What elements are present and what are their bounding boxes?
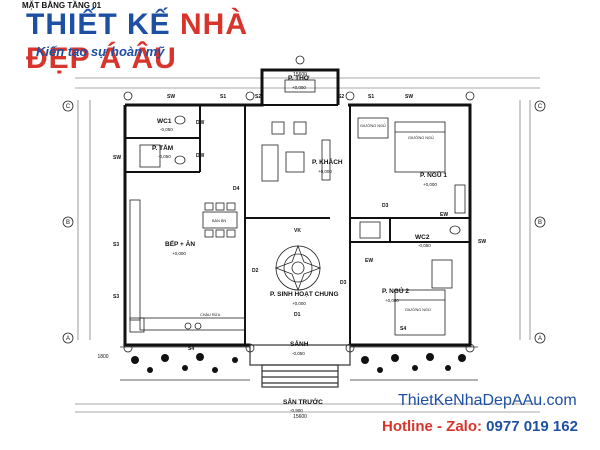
tag-sw-top-right: SW bbox=[405, 94, 413, 100]
room-tam-level: -0,050 bbox=[158, 154, 171, 159]
tag-s4-right: S4 bbox=[400, 326, 406, 332]
room-khach-level: +0,000 bbox=[318, 169, 332, 174]
room-tho-level: +0,000 bbox=[292, 85, 306, 90]
room-sanh-level: -0,050 bbox=[292, 351, 305, 356]
room-ngu1: P. NGỦ 1 bbox=[420, 170, 447, 179]
room-wc2-level: -0,050 bbox=[418, 243, 431, 248]
label-giuong-ngu-1: GIƯỜNG NGỦ bbox=[360, 123, 386, 128]
grid-bubbles bbox=[62, 55, 546, 353]
tag-ew-2: EW bbox=[365, 258, 373, 264]
room-sinh-hoat: P. SINH HOẠT CHUNG bbox=[270, 291, 339, 298]
grid-label-a-left: A bbox=[66, 336, 70, 342]
tag-dw-2: DW bbox=[196, 153, 205, 159]
label-chau-rua: CHẬU RỬA bbox=[200, 312, 221, 317]
tag-dw-1: DW bbox=[196, 120, 205, 126]
room-tho: P. THỜ bbox=[288, 73, 310, 82]
brand-logo-part2: NHÀ ĐẸP Á ÂU bbox=[26, 8, 249, 75]
tag-sw-left: SW bbox=[113, 155, 121, 161]
tag-vk: VK bbox=[294, 228, 301, 234]
dimension-top: 15600 bbox=[293, 72, 307, 78]
tag-s2-top-right: S2 bbox=[338, 94, 344, 100]
room-bep-an-level: +0,000 bbox=[172, 251, 186, 256]
room-wc1: WC1 bbox=[157, 118, 172, 125]
dimension-lines bbox=[75, 77, 540, 413]
tag-d3-lower: D3 bbox=[340, 280, 347, 286]
outer-walls bbox=[123, 68, 472, 347]
room-wc1-level: -0,050 bbox=[160, 127, 173, 132]
tag-sw-right: SW bbox=[478, 239, 486, 245]
bedroom-beds bbox=[357, 117, 466, 336]
label-ban-an: BÀN ĂN bbox=[212, 219, 226, 223]
label-giuong-ngu-2: GIƯỜNG NGỦ bbox=[408, 135, 434, 140]
tag-s1-top-left: S1 bbox=[220, 94, 226, 100]
room-wc2: WC2 bbox=[415, 234, 430, 241]
dimension-side: 1800 bbox=[97, 354, 108, 360]
brand-logo: THIẾT KẾ NHÀ ĐẸP Á ÂU bbox=[26, 8, 302, 76]
hotline-label: Hotline - Zalo: bbox=[382, 418, 482, 435]
living-furniture bbox=[261, 79, 331, 182]
door-window-tags: SW S1 S2 S2 S1 SW SW S3 S3 DW DW D4 VK D… bbox=[113, 94, 486, 352]
grid-label-a-right: A bbox=[538, 336, 542, 342]
front-porch bbox=[249, 344, 351, 388]
hotline: Hotline - Zalo: 0977 019 162 bbox=[382, 418, 578, 435]
inner-walls bbox=[125, 104, 470, 345]
tag-s3-left-2: S3 bbox=[113, 294, 119, 300]
tag-d4: D4 bbox=[233, 186, 240, 192]
tag-ew-1: EW bbox=[440, 212, 448, 218]
floor-medallion bbox=[274, 244, 322, 292]
tag-s1-top-right: S1 bbox=[368, 94, 374, 100]
brand-tagline: Kiến tạo sự hoàn mỹ bbox=[36, 44, 165, 59]
tag-s2-top-left: S2 bbox=[255, 94, 261, 100]
grid-label-b-left: B bbox=[66, 220, 70, 226]
grid-label-b-right: B bbox=[538, 220, 542, 226]
room-san-truoc: SÂN TRƯỚC bbox=[283, 397, 323, 406]
dimension-bottom: 15600 bbox=[293, 414, 307, 420]
room-ngu2: P. NGỦ 2 bbox=[382, 286, 409, 295]
room-khach: P. KHÁCH bbox=[312, 157, 343, 166]
room-tam: P. TẮM bbox=[152, 143, 173, 152]
room-ngu1-level: +0,000 bbox=[423, 182, 437, 187]
furniture-labels: GIƯỜNG NGỦ GIƯỜNG NGỦ GIƯỜNG NGỦ CHẬU RỬ… bbox=[200, 123, 434, 317]
room-bep-an: BẾP + ĂN bbox=[165, 238, 195, 248]
tag-d3-upper: D3 bbox=[382, 203, 389, 209]
front-garden bbox=[120, 346, 478, 381]
grid-label-c-right: C bbox=[538, 104, 543, 110]
website-url: ThietKeNhaDepAAu.com bbox=[398, 392, 577, 409]
tag-d2: D2 bbox=[252, 268, 259, 274]
brand-logo-part1: THIẾT KẾ bbox=[26, 8, 171, 41]
room-ngu2-level: +0,000 bbox=[385, 298, 399, 303]
tag-sw-top: SW bbox=[167, 94, 175, 100]
hotline-number: 0977 019 162 bbox=[486, 418, 578, 435]
grid-labels: C B A C B A 15600 15600 1800 bbox=[66, 72, 543, 420]
room-sinh-hoat-level: +0,000 bbox=[292, 301, 306, 306]
dining-set bbox=[202, 202, 238, 238]
bathroom-fixtures bbox=[139, 115, 461, 239]
room-sanh: SẢNH bbox=[290, 339, 309, 348]
room-san-truoc-level: -0,900 bbox=[290, 408, 303, 413]
grid-label-c-left: C bbox=[66, 104, 71, 110]
room-labels: P. THỜ +0,000 P. KHÁCH +0,000 WC1 -0,050… bbox=[152, 73, 447, 413]
sheet-title: MẶT BẰNG TẦNG 01 bbox=[22, 1, 102, 10]
tag-d1: D1 bbox=[294, 312, 301, 318]
kitchen-counters bbox=[129, 199, 246, 333]
garden-plants bbox=[131, 353, 466, 373]
label-giuong-ngu-3: GIƯỜNG NGỦ bbox=[405, 307, 431, 312]
tag-s4-left: S4 bbox=[188, 346, 194, 352]
brand-block: THIẾT KẾ NHÀ ĐẸP Á ÂU Kiến tạo sự hoàn m… bbox=[2, 2, 302, 75]
tag-s3-left-1: S3 bbox=[113, 242, 119, 248]
